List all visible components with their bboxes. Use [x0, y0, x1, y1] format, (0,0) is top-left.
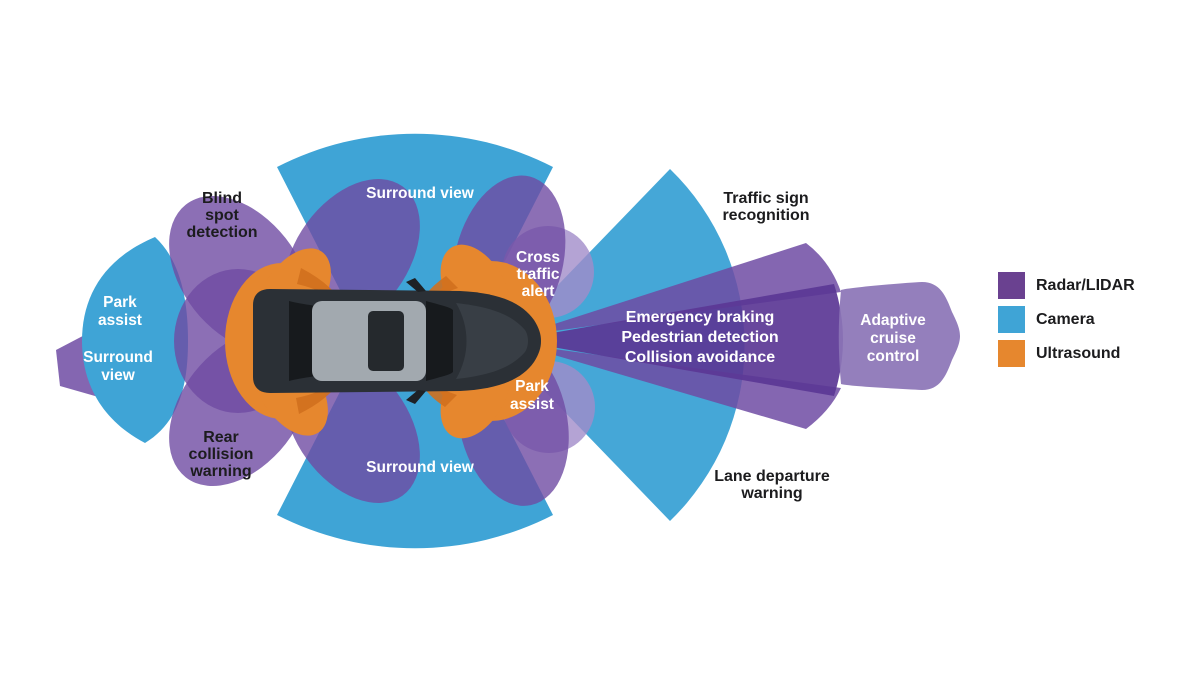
car-windshield: [426, 301, 453, 381]
radar-wedge-main-front: [512, 284, 843, 396]
camera-swatch: [998, 306, 1025, 333]
car-sunroof: [368, 311, 404, 371]
legend-label: Ultrasound: [1036, 344, 1121, 362]
ultrasound-swatch: [998, 340, 1025, 367]
ultrasound-accent: [296, 374, 343, 414]
car-rear-window: [289, 301, 317, 381]
radar-wedge-up-right: [517, 243, 841, 336]
radar-lidar-swatch: [998, 272, 1025, 299]
car-mirror-top: [406, 278, 426, 292]
legend: Radar/LIDAR Camera Ultrasound: [998, 272, 1135, 374]
radar-wedge-adaptive-cruise: [838, 282, 960, 390]
legend-item-camera: Camera: [998, 306, 1135, 333]
car-top-view: [253, 278, 541, 404]
camera-fan-rear-left: [82, 237, 188, 443]
legend-label: Camera: [1036, 310, 1095, 328]
legend-item-radar: Radar/LIDAR: [998, 272, 1135, 299]
legend-item-ultrasound: Ultrasound: [998, 340, 1135, 367]
ultrasound-accent: [297, 268, 344, 309]
legend-label: Radar/LIDAR: [1036, 276, 1135, 294]
radar-wedge-down-right: [517, 344, 841, 429]
car-hood: [456, 303, 528, 379]
car-mirror-bottom: [406, 390, 426, 404]
